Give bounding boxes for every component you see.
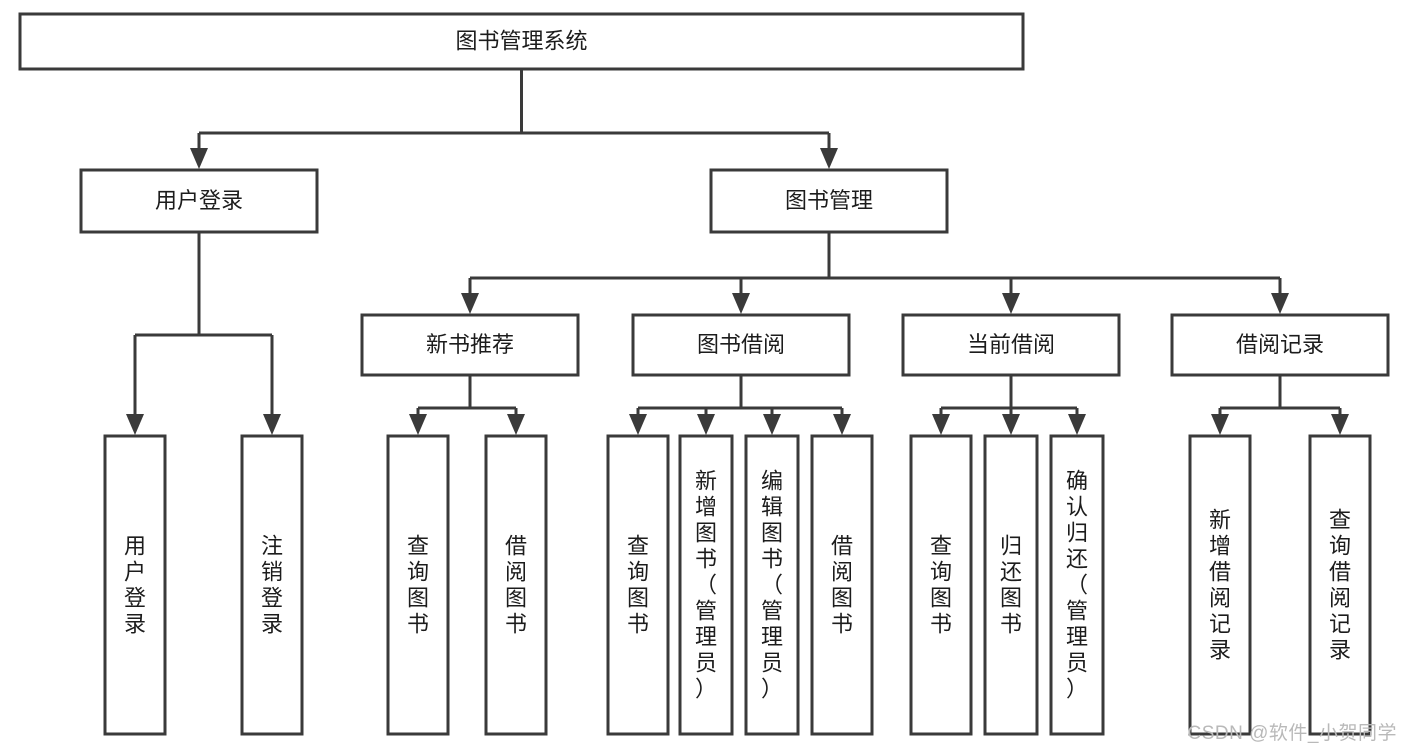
connectors-layer xyxy=(126,69,1349,435)
connector-group-root xyxy=(190,69,838,169)
node-leaf-user-login[interactable]: 用户登录 xyxy=(103,434,167,736)
connector-group-current-borrow xyxy=(932,375,1086,435)
node-label: 查询图书 xyxy=(930,533,952,636)
node-rect[interactable] xyxy=(1308,434,1372,736)
node-new-book-recommend[interactable]: 新书推荐 xyxy=(360,313,580,377)
connector-group-book-management xyxy=(461,232,1289,314)
node-leaf-edit-book[interactable]: 编辑图书（管理员） xyxy=(744,434,800,736)
node-borrow-record[interactable]: 借阅记录 xyxy=(1170,313,1390,377)
node-rect[interactable] xyxy=(103,434,167,736)
node-rect[interactable] xyxy=(810,434,874,736)
node-rect[interactable] xyxy=(1170,313,1390,377)
node-rect[interactable] xyxy=(386,434,450,736)
node-book-management[interactable]: 图书管理 xyxy=(709,168,949,234)
node-user-login[interactable]: 用户登录 xyxy=(79,168,319,234)
node-leaf-add-record[interactable]: 新增借阅记录 xyxy=(1188,434,1252,736)
node-label: 当前借阅 xyxy=(967,332,1055,357)
node-leaf-borrow-book-2[interactable]: 借阅图书 xyxy=(810,434,874,736)
node-rect[interactable] xyxy=(901,313,1121,377)
node-label: 查询图书 xyxy=(627,533,649,636)
node-rect[interactable] xyxy=(631,313,851,377)
node-rect[interactable] xyxy=(909,434,973,736)
node-leaf-query-book-1[interactable]: 查询图书 xyxy=(386,434,450,736)
node-rect[interactable] xyxy=(1049,434,1105,736)
node-rect[interactable] xyxy=(983,434,1039,736)
node-leaf-add-book[interactable]: 新增图书（管理员） xyxy=(678,434,734,736)
node-leaf-user-logout[interactable]: 注销登录 xyxy=(240,434,304,736)
node-rect[interactable] xyxy=(360,313,580,377)
connector-group-borrow-record xyxy=(1211,375,1349,435)
node-label: 编辑图书（管理员） xyxy=(761,468,783,701)
node-leaf-query-record[interactable]: 查询借阅记录 xyxy=(1308,434,1372,736)
node-rect[interactable] xyxy=(18,12,1025,71)
node-label: 借阅图书 xyxy=(505,533,527,636)
csdn-watermark: CSDN @软件_小贺同学 xyxy=(1187,723,1397,744)
node-rect[interactable] xyxy=(744,434,800,736)
node-label: 确认归还（管理员） xyxy=(1066,468,1088,701)
node-rect[interactable] xyxy=(1188,434,1252,736)
node-label: 查询借阅记录 xyxy=(1329,507,1351,662)
node-rect[interactable] xyxy=(709,168,949,234)
node-label: 用户登录 xyxy=(155,188,243,213)
node-leaf-query-book-2[interactable]: 查询图书 xyxy=(606,434,670,736)
node-label: 新增借阅记录 xyxy=(1209,507,1231,662)
node-label: 图书管理系统 xyxy=(455,28,587,53)
node-label: 查询图书 xyxy=(407,533,429,636)
node-leaf-confirm-return[interactable]: 确认归还（管理员） xyxy=(1049,434,1105,736)
node-rect[interactable] xyxy=(606,434,670,736)
node-label: 新增图书（管理员） xyxy=(695,468,717,701)
node-book-borrow[interactable]: 图书借阅 xyxy=(631,313,851,377)
connector-group-user-login xyxy=(126,232,281,435)
node-rect[interactable] xyxy=(484,434,548,736)
connector-group-new-book-recommend xyxy=(409,375,525,435)
node-label: 用户登录 xyxy=(124,533,146,636)
node-leaf-return-book[interactable]: 归还图书 xyxy=(983,434,1039,736)
node-label: 图书管理 xyxy=(785,188,873,213)
node-rect[interactable] xyxy=(79,168,319,234)
node-label: 注销登录 xyxy=(261,533,283,636)
node-label: 借阅记录 xyxy=(1236,332,1324,357)
node-leaf-borrow-book-1[interactable]: 借阅图书 xyxy=(484,434,548,736)
node-label: 图书借阅 xyxy=(697,332,785,357)
connector-group-book-borrow xyxy=(629,375,851,435)
node-root[interactable]: 图书管理系统 xyxy=(18,12,1025,71)
node-current-borrow[interactable]: 当前借阅 xyxy=(901,313,1121,377)
node-rect[interactable] xyxy=(240,434,304,736)
node-label: 新书推荐 xyxy=(426,332,514,357)
node-rect[interactable] xyxy=(678,434,734,736)
nodes-layer: 图书管理系统用户登录图书管理新书推荐图书借阅当前借阅借阅记录用户登录注销登录查询… xyxy=(18,12,1390,736)
node-label: 借阅图书 xyxy=(831,533,853,636)
node-label: 归还图书 xyxy=(1000,533,1022,636)
node-leaf-query-book-3[interactable]: 查询图书 xyxy=(909,434,973,736)
